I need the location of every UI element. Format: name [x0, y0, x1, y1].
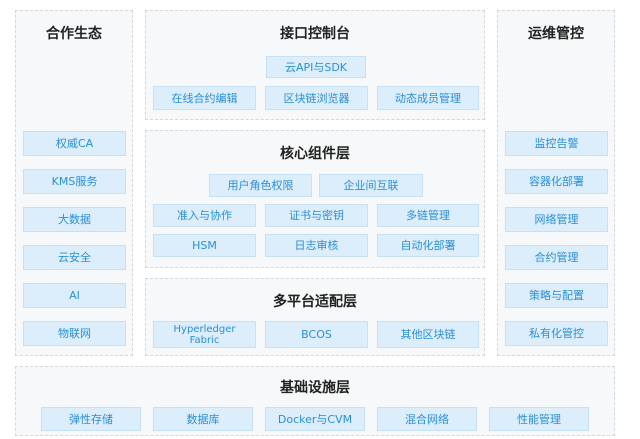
ecosystem-panel: 合作生态 权威CA KMS服务 大数据 云安全 AI 物联网: [15, 10, 133, 356]
ops-item: 合约管理: [505, 245, 608, 270]
infra-item: 数据库: [153, 407, 253, 431]
core-title: 核心组件层: [280, 146, 350, 162]
adapter-item: Hyperledger Fabric: [153, 321, 256, 348]
infra-item: 弹性存储: [41, 407, 141, 431]
api-console-title: 接口控制台: [280, 26, 350, 42]
core-item: HSM: [153, 234, 256, 257]
adapter-panel: 多平台适配层 Hyperledger Fabric BCOS 其他区块链: [145, 278, 485, 356]
ops-item: 网络管理: [505, 207, 608, 232]
core-item: 用户角色权限: [209, 174, 312, 197]
ecosystem-item: 权威CA: [23, 131, 126, 156]
core-item: 企业间互联: [319, 174, 423, 197]
core-item: 证书与密钥: [265, 204, 368, 227]
infra-panel: 基础设施层 弹性存储 数据库 Docker与CVM 混合网络 性能管理: [15, 366, 615, 436]
ecosystem-item: KMS服务: [23, 169, 126, 194]
infra-item: 性能管理: [489, 407, 589, 431]
api-console-item: 动态成员管理: [377, 86, 479, 110]
infra-item: Docker与CVM: [265, 407, 365, 431]
core-panel: 核心组件层 用户角色权限 企业间互联 准入与协作 证书与密钥 多链管理 HSM …: [145, 130, 485, 268]
adapter-item: BCOS: [265, 321, 368, 348]
api-console-item: 在线合约编辑: [153, 86, 256, 110]
core-item: 准入与协作: [153, 204, 256, 227]
api-console-item: 云API与SDK: [266, 56, 366, 78]
api-console-item: 区块链浏览器: [265, 86, 368, 110]
infra-item: 混合网络: [377, 407, 477, 431]
core-item: 日志审核: [265, 234, 368, 257]
ecosystem-item: 大数据: [23, 207, 126, 232]
ecosystem-item: AI: [23, 283, 126, 308]
ops-item: 容器化部署: [505, 169, 608, 194]
ecosystem-title: 合作生态: [46, 26, 102, 42]
api-console-panel: 接口控制台 云API与SDK 在线合约编辑 区块链浏览器 动态成员管理: [145, 10, 485, 120]
ops-item: 私有化管控: [505, 321, 608, 346]
ecosystem-item: 物联网: [23, 321, 126, 346]
adapter-title: 多平台适配层: [273, 294, 357, 310]
ecosystem-item: 云安全: [23, 245, 126, 270]
ops-title: 运维管控: [528, 26, 584, 42]
infra-title: 基础设施层: [280, 380, 350, 396]
ops-item: 策略与配置: [505, 283, 608, 308]
core-item: 多链管理: [377, 204, 479, 227]
ops-item: 监控告警: [505, 131, 608, 156]
adapter-item: 其他区块链: [377, 321, 479, 348]
core-item: 自动化部署: [377, 234, 479, 257]
ops-panel: 运维管控 监控告警 容器化部署 网络管理 合约管理 策略与配置 私有化管控: [497, 10, 615, 356]
